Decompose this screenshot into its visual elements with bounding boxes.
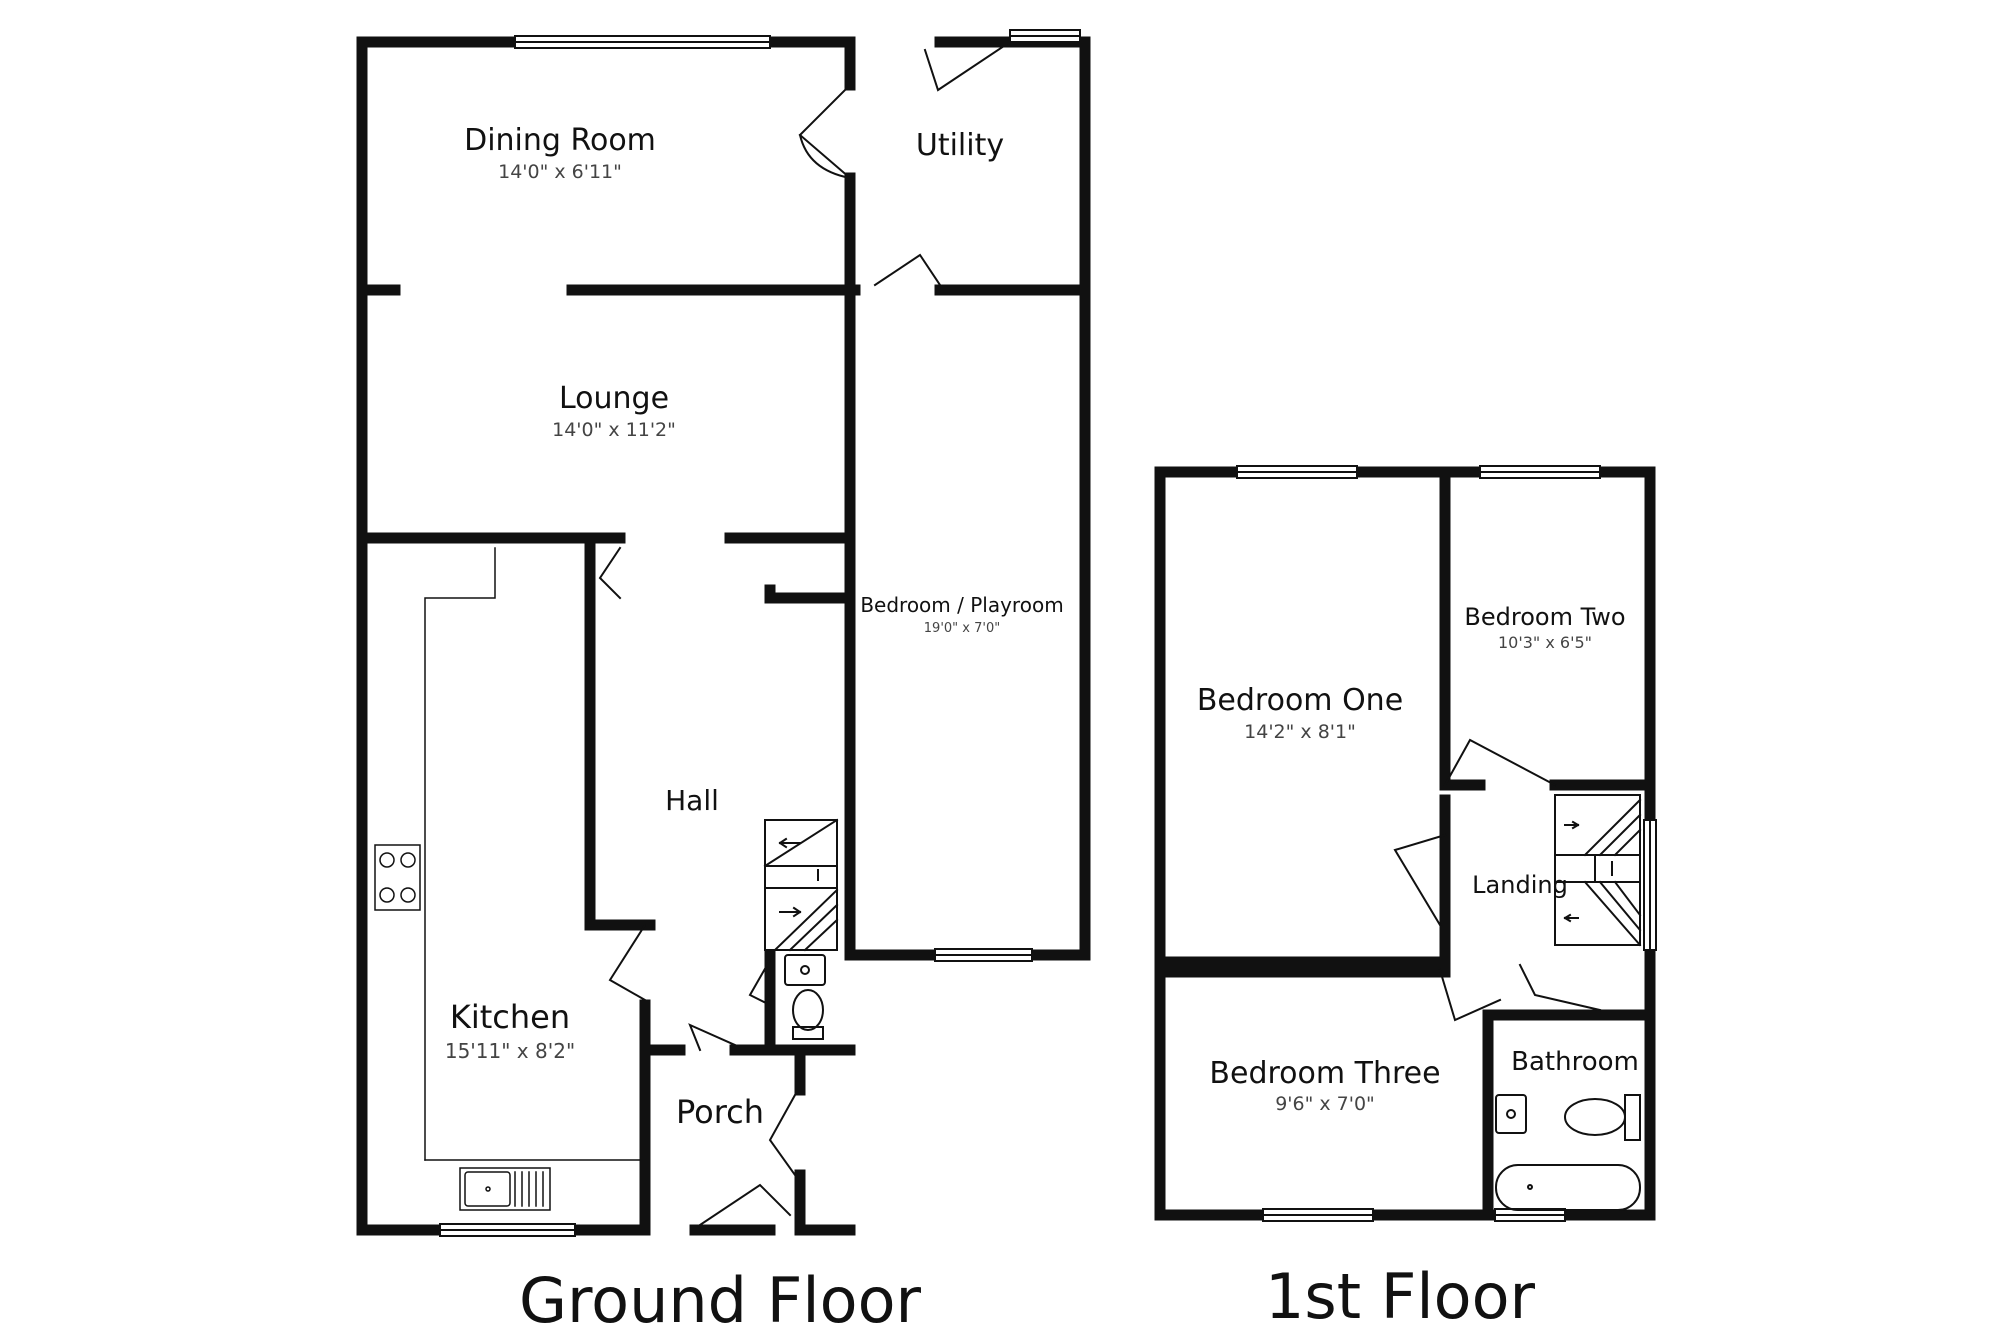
- ground-floor-doors: [598, 40, 1012, 1227]
- first-floor-doors: [1393, 738, 1602, 1022]
- ground-floor-stairs: [763, 818, 839, 952]
- ground-floor-title: Ground Floor: [519, 1264, 922, 1333]
- room-dims-bedroom-one: 14'2" x 8'1": [1244, 721, 1356, 743]
- floor-titles: Ground Floor 1st Floor: [519, 1260, 1536, 1333]
- first-floor-plan: [1154, 465, 1657, 1222]
- first-floor-stairs: [1554, 794, 1642, 947]
- room-name-bedroom-three: Bedroom Three: [1209, 1056, 1440, 1091]
- bathroom-fittings: [1495, 1094, 1641, 1211]
- first-floor-windows: [1236, 465, 1657, 1222]
- room-name-bedroom-two: Bedroom Two: [1464, 603, 1625, 631]
- room-name-kitchen: Kitchen: [450, 998, 570, 1036]
- room-dims-bedroom-three: 9'6" x 7'0": [1275, 1093, 1375, 1115]
- room-name-utility: Utility: [916, 128, 1004, 163]
- room-dims-bedroom-playroom: 19'0" x 7'0": [924, 621, 1000, 636]
- room-name-landing: Landing: [1472, 871, 1568, 899]
- ground-floor-plan: [356, 29, 1091, 1237]
- ground-floor-inner-walls: [356, 279, 1091, 1236]
- room-name-bathroom: Bathroom: [1511, 1047, 1639, 1077]
- ground-floor-windows: [439, 29, 1081, 1237]
- room-name-bedroom-one: Bedroom One: [1197, 683, 1403, 718]
- kitchen-fittings: [374, 547, 641, 1211]
- room-name-lounge: Lounge: [559, 381, 669, 416]
- room-name-dining-room: Dining Room: [464, 123, 656, 158]
- first-floor-title: 1st Floor: [1265, 1260, 1536, 1333]
- room-dims-dining-room: 14'0" x 6'11": [498, 161, 622, 183]
- ground-floor-wc: [784, 954, 826, 1040]
- room-name-hall: Hall: [665, 784, 719, 817]
- room-name-porch: Porch: [676, 1093, 764, 1131]
- room-dims-lounge: 14'0" x 11'2": [552, 419, 676, 441]
- room-dims-kitchen: 15'11" x 8'2": [445, 1039, 575, 1063]
- room-name-bedroom-playroom: Bedroom / Playroom: [860, 593, 1063, 617]
- first-floor-inner-walls: [1154, 466, 1656, 1221]
- room-labels: Dining Room 14'0" x 6'11" Utility Lounge…: [445, 123, 1639, 1131]
- room-dims-bedroom-two: 10'3" x 6'5": [1498, 633, 1592, 652]
